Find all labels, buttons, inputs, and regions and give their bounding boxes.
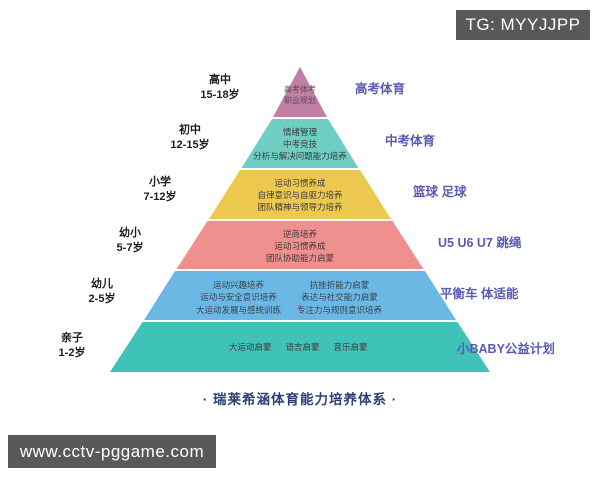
diagram-caption: · 瑞莱希涵体育能力培养体系 · xyxy=(202,392,398,407)
program-label-tier-2: 中考体育 xyxy=(385,134,436,148)
age-label-tier-2-stage: 初中 xyxy=(179,124,201,136)
age-label-tier-3-years: 7-12岁 xyxy=(143,190,177,203)
pyramid-tier-2-shape xyxy=(241,119,359,168)
age-label-tier-6: 亲子 1-2岁 xyxy=(32,331,112,361)
age-label-tier-4-years: 5-7岁 xyxy=(116,241,144,254)
age-label-tier-3: 小学 7-12岁 xyxy=(120,175,200,205)
program-label-tier-6: 小BABY公益计划 xyxy=(457,342,555,356)
pyramid-tier-5-shape xyxy=(144,271,456,320)
age-label-tier-3-stage: 小学 xyxy=(149,176,171,188)
age-label-tier-2-years: 12-15岁 xyxy=(170,138,210,151)
pyramid-tier-1-shape xyxy=(273,67,327,117)
age-label-tier-1: 高中 15-18岁 xyxy=(180,73,260,103)
age-label-tier-4-stage: 幼小 xyxy=(119,227,141,239)
pyramid-tier-6-shape xyxy=(110,322,490,372)
age-label-tier-5: 幼儿 2-5岁 xyxy=(62,277,142,307)
age-label-tier-1-years: 15-18岁 xyxy=(200,88,240,101)
age-label-tier-4: 幼小 5-7岁 xyxy=(90,226,170,256)
pyramid-tier-3-shape xyxy=(209,170,391,219)
age-label-tier-1-stage: 高中 xyxy=(209,74,231,86)
site-watermark-badge: www.cctv-pggame.com xyxy=(8,435,216,468)
program-label-tier-5: 平衡车 体适能 xyxy=(440,287,519,301)
age-label-tier-2: 初中 12-15岁 xyxy=(150,123,230,153)
age-label-tier-6-years: 1-2岁 xyxy=(58,346,86,359)
program-label-tier-1: 高考体育 xyxy=(355,82,406,96)
telegram-watermark-badge: TG: MYYJJPP xyxy=(456,10,590,40)
pyramid-tier-4-shape xyxy=(176,221,424,269)
program-label-tier-3: 篮球 足球 xyxy=(413,185,467,199)
age-label-tier-5-years: 2-5岁 xyxy=(88,292,116,305)
program-label-tier-4: U5 U6 U7 跳绳 xyxy=(438,236,522,250)
age-label-tier-5-stage: 幼儿 xyxy=(91,278,113,290)
age-label-tier-6-stage: 亲子 xyxy=(61,332,83,344)
